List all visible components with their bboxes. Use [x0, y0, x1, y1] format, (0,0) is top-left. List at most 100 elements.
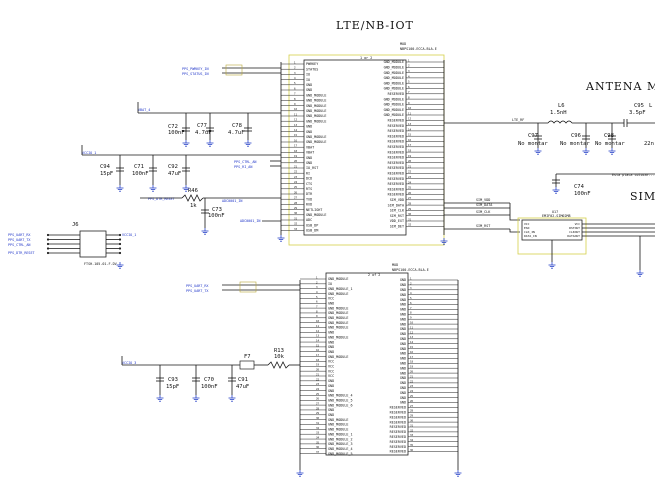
l2-ref: L — [649, 103, 653, 109]
u1b-r-pin-label-35: RESERVED — [390, 445, 406, 449]
j6-ref: J6 — [72, 222, 79, 228]
u1a-r-pin-label-12: RESERVED — [388, 119, 404, 123]
c78-val: 4.7uF — [228, 130, 245, 136]
c74-val: 100nF — [574, 191, 591, 197]
u1b-r-pin-num-30: 30 — [410, 419, 414, 423]
ground-symbol-5 — [149, 185, 157, 192]
c92-val: 47uF — [168, 171, 181, 177]
u17-left-pin-3: CLK_IN — [524, 230, 535, 234]
u1a-r-pin-num-16: 16 — [408, 138, 412, 142]
u1a-l-pin-num-15: 15 — [294, 133, 298, 137]
u1a-r-pin-label-5: GND_MODULE — [384, 81, 404, 85]
c70-val: 100nF — [201, 384, 218, 390]
u1b-l-pin-label-5: VCC — [328, 297, 334, 301]
u1a-r-pin-num-29: 29 — [408, 207, 412, 211]
j6-part: FTSH-105-01-F-DV — [84, 262, 117, 266]
u1b-l-pin-num-20: 20 — [316, 368, 320, 372]
c74-ref: C74 — [574, 184, 585, 190]
vbat-rail: VBAT_4 C72 100nF C77 4.7uF C78 4.7uF — [137, 102, 281, 140]
u1a-r-pin-num-12: 12 — [408, 117, 412, 121]
u1a-unit: 1 or 2 — [360, 56, 372, 60]
j6-right-dot-3 — [118, 242, 122, 246]
u1a-l-pin-num-7: 7 — [294, 92, 296, 96]
u1a-l-pin-num-2: 2 — [294, 66, 296, 70]
c93-ref: C93 — [168, 377, 178, 383]
u1b-l-pin-num-29: 29 — [316, 411, 320, 415]
u1a-l-pin-num-28: 28 — [294, 201, 298, 205]
u1b-l-pin-num-22: 22 — [316, 377, 320, 381]
u1b-r-pin-label-36: RESERVED — [390, 450, 406, 454]
cap-c77: C77 4.7uF — [195, 123, 214, 136]
u1a-ref: MOD — [400, 42, 406, 46]
j6-net5: VCCIO_1 — [122, 233, 136, 237]
u1b-l-pin-label-30: GND_MODULE — [328, 418, 348, 422]
u1a-r-pin-num-17: 17 — [408, 143, 412, 147]
j6-right-dot-5 — [118, 251, 122, 255]
u1a-r-pin-label-19: RESERVED — [388, 156, 404, 160]
inductor-l6 — [547, 120, 573, 124]
u1b-r-pin-label-6: GND — [400, 303, 406, 307]
net-ctrl2-label: PPS_RI_AN — [234, 165, 252, 169]
u17-right-pin-4: DATAOUT — [567, 234, 580, 238]
u1a-l-pin-num-32: 32 — [294, 222, 298, 226]
ground-symbols — [116, 140, 644, 477]
u1b-l-pin-num-15: 15 — [316, 343, 320, 347]
u17-right-pin-2: RSTOUT — [569, 226, 580, 230]
u1b-r-pin-label-11: GND — [400, 327, 406, 331]
u1b-r-pin-num-7: 7 — [410, 306, 412, 310]
u1b-r-pin-label-33: RESERVED — [390, 435, 406, 439]
ground-symbol-13 — [608, 148, 616, 155]
f7-ref: F7 — [244, 354, 251, 360]
u1b-r-pin-label-29: RESERVED — [390, 415, 406, 419]
cap-c78: C78 4.7uF — [228, 123, 252, 136]
sim-heading: SIM — [630, 190, 655, 203]
c95-val: 3.5pF — [629, 110, 646, 116]
u1b-r-pin-label-22: GND — [400, 381, 406, 385]
u17-left-pin-4: DATA_IN — [524, 234, 537, 238]
antenna-matching: LTE_RF L6 1.5nH C95 3.5pF L 22n C97 No m… — [444, 103, 655, 148]
u1a-l-pin-label-21: IO_RST — [306, 166, 318, 170]
u1b-r-pin-num-9: 9 — [410, 316, 412, 320]
u1b-r-pin-num-32: 32 — [410, 428, 414, 432]
u1b-l-pin-num-4: 4 — [316, 290, 318, 294]
c96-ref: C96 — [571, 133, 581, 139]
u1a-l-pin-label-2: STATUS — [306, 67, 318, 71]
u1a-l-pin-label-14: GND — [306, 130, 312, 134]
u1b-l-pin-num-7: 7 — [316, 305, 318, 309]
u1b-r-pin-num-34: 34 — [410, 438, 414, 442]
u1a-r-pin-num-4: 4 — [408, 74, 410, 78]
c97-ref: C97 — [528, 133, 538, 139]
u1b-r-pin-label-28: RESERVED — [390, 411, 406, 415]
ground-symbol-8 — [156, 395, 164, 402]
u1b-r-pin-num-5: 5 — [410, 296, 412, 300]
u1a-r-pin-label-7: RESERVED — [388, 92, 404, 96]
u1b-r-pin-num-6: 6 — [410, 301, 412, 305]
u1b-r-pin-num-13: 13 — [410, 335, 414, 339]
u1a-r-pin-label-25: RESERVED — [388, 187, 404, 191]
j6-net2: PPS_UART_TX — [8, 238, 31, 242]
u1a-l-pin-label-3: IO — [306, 73, 310, 77]
u1a-r-pin-label-11: GND_MODULE — [384, 113, 404, 117]
u1b-l-pin-label-25: GND_MODULE_4 — [328, 394, 353, 398]
u1b-l-pin-num-23: 23 — [316, 382, 320, 386]
u1a-r-pin-num-27: 27 — [408, 196, 412, 200]
u1a-l-pin-label-33: USB_DM — [306, 229, 318, 233]
u1b-l-pin-label-21: VCC — [328, 374, 334, 378]
u1a-l-pin-num-24: 24 — [294, 180, 298, 184]
u1b-r-pin-num-2: 2 — [410, 281, 412, 285]
u1b-l-pin-label-9: GND_MODULE — [328, 316, 348, 320]
u17-pins: VCCESDCLK_INDATA_INVCCRSTOUTCLKOUTDATAOU… — [524, 222, 580, 238]
u17-left-pin-1: VCC — [524, 222, 530, 226]
u1b-uart: PPS_UART_RX PPS_UART_TX — [186, 281, 300, 293]
u1a-l-pin-num-16: 16 — [294, 138, 298, 142]
u1a-r-pin-num-6: 6 — [408, 85, 410, 89]
u1b-l-pin-num-3: 3 — [316, 285, 318, 289]
u1b-l-pin-label-34: GND_MODULE_2 — [328, 437, 353, 441]
u1b-r-pin-num-16: 16 — [410, 350, 414, 354]
c98-ref: C98 — [604, 133, 614, 139]
cap-c92: C92 47uF — [168, 164, 190, 177]
u1a-l-pin-label-10: GND_MODULE — [306, 109, 326, 113]
u1a-l-pin-label-23: DCD — [306, 177, 312, 181]
u1b-r-pin-num-24: 24 — [410, 389, 414, 393]
u1b-l-pin-label-24: GND — [328, 389, 334, 393]
